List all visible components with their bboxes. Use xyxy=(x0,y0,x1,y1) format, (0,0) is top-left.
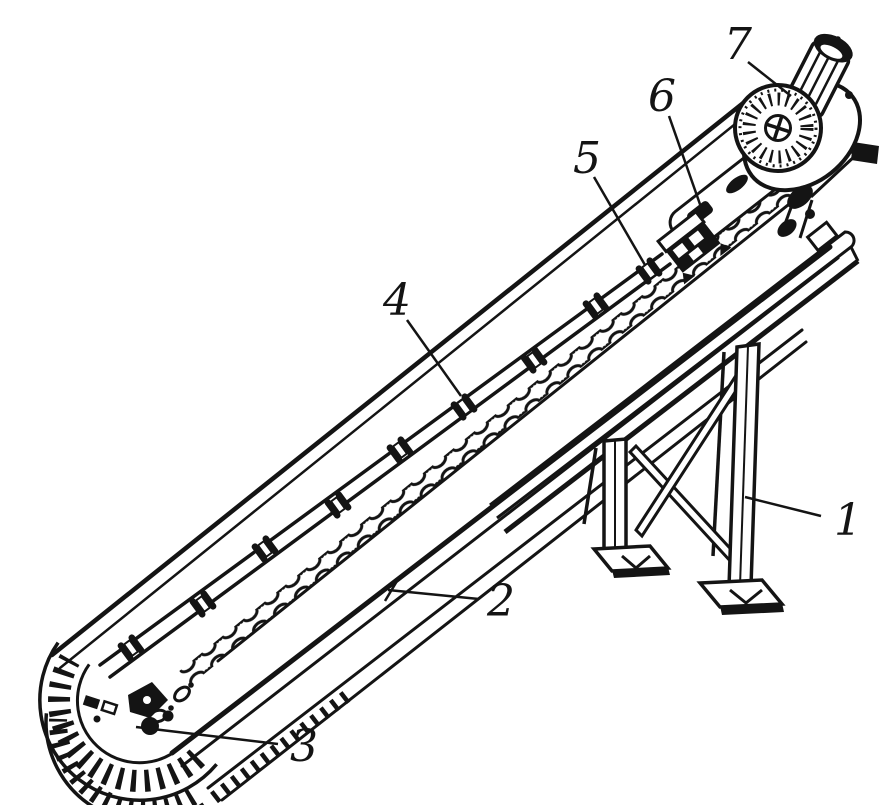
tail-sprocket xyxy=(141,717,159,735)
near-edge-inner-line xyxy=(180,256,840,768)
tail-floor-hatch-band xyxy=(49,718,198,805)
housing-bolt xyxy=(845,91,853,99)
part-label-3: 3 xyxy=(135,721,318,772)
bearing-box-window xyxy=(672,242,689,259)
tail-cap-inner-arc xyxy=(75,663,189,765)
near-edge-outer-line xyxy=(169,244,833,756)
part-label-2: 2 xyxy=(383,576,515,627)
part-label-6: 6 xyxy=(648,71,704,211)
label-text-7: 7 xyxy=(724,19,752,70)
foot-plate-left-chevron xyxy=(621,554,651,570)
stringer-bottom-line xyxy=(503,259,860,534)
far-edge-outer-line xyxy=(49,89,760,658)
chain-rail-line-1 xyxy=(98,252,664,667)
motor-fin xyxy=(804,56,830,103)
chain-strand xyxy=(179,160,820,685)
label-text-2: 2 xyxy=(486,576,515,627)
bearing-box-foot xyxy=(720,243,732,257)
chain-roller xyxy=(448,391,480,423)
cover-slot-middle xyxy=(726,174,748,194)
foot-plate-right xyxy=(696,578,786,609)
skirt-hatch-band xyxy=(210,686,356,804)
leader-line-6 xyxy=(667,115,704,211)
bearing-box-foot xyxy=(682,272,696,285)
part-label-1: 1 xyxy=(744,495,862,546)
label-text-3: 3 xyxy=(290,721,318,772)
bearing-box xyxy=(655,209,732,285)
far-edge-inner-line xyxy=(58,102,762,670)
foot-plate-left-base xyxy=(612,567,670,578)
leader-line-5 xyxy=(592,176,647,266)
rear-leg-left xyxy=(582,447,598,525)
tensioner-block xyxy=(82,695,101,710)
leader-line-4 xyxy=(405,319,463,397)
tail-sprocket-cluster xyxy=(82,682,174,735)
label-text-4: 4 xyxy=(382,275,411,326)
gear-wheel-speckle xyxy=(742,92,814,164)
tail-sprocket-pin xyxy=(162,710,174,722)
front-right-leg-edge xyxy=(739,345,749,587)
gear-wheel-rim-texture xyxy=(738,88,818,168)
leader-line-7 xyxy=(747,61,792,97)
stringer-end-face xyxy=(849,246,860,262)
part-labels: 1 2 3 4 5 6 7 xyxy=(135,19,862,772)
leader-tick-2 xyxy=(383,580,399,602)
rear-leg-right xyxy=(711,351,726,557)
chain-roller xyxy=(115,632,147,664)
leader-line-1 xyxy=(744,495,822,518)
leader-line-2 xyxy=(387,588,480,601)
motor-cap-highlight xyxy=(820,44,843,59)
part-label-4: 4 xyxy=(382,275,463,397)
motor-fin xyxy=(814,61,839,105)
tail-cap-outer-arc xyxy=(38,641,218,802)
tail-floor-rim-arc xyxy=(44,713,205,805)
support-stand xyxy=(582,341,786,615)
counterweight-block xyxy=(851,142,879,164)
skirt-line-1 xyxy=(206,328,804,790)
foot-plate-right-chevron xyxy=(729,588,763,605)
head-sprocket-cluster xyxy=(777,185,840,253)
label-text-6: 6 xyxy=(648,71,676,122)
drive-unit xyxy=(733,33,879,253)
tensioner-bolt xyxy=(93,715,101,723)
tail-sprocket-hole xyxy=(143,696,151,704)
stringer-beam xyxy=(489,230,860,534)
bearing-box-window xyxy=(688,246,703,261)
tensioner-bracket xyxy=(100,699,119,716)
tail-section xyxy=(38,641,356,805)
foot-plate-right-base xyxy=(720,603,784,615)
motor-fin xyxy=(796,51,821,96)
motor-cap-bolt xyxy=(834,36,841,43)
part-label-5: 5 xyxy=(573,133,647,266)
bearing-box-window xyxy=(688,230,705,246)
label-text-1: 1 xyxy=(834,495,862,546)
part-label-7: 7 xyxy=(724,19,792,97)
wheel-hub-cross xyxy=(766,116,790,140)
stringer-bar-path xyxy=(489,230,856,520)
leader-line-3 xyxy=(135,725,279,746)
label-text-5: 5 xyxy=(573,133,601,184)
foot-plate-left xyxy=(590,544,672,573)
bearing-box-body xyxy=(665,221,721,273)
